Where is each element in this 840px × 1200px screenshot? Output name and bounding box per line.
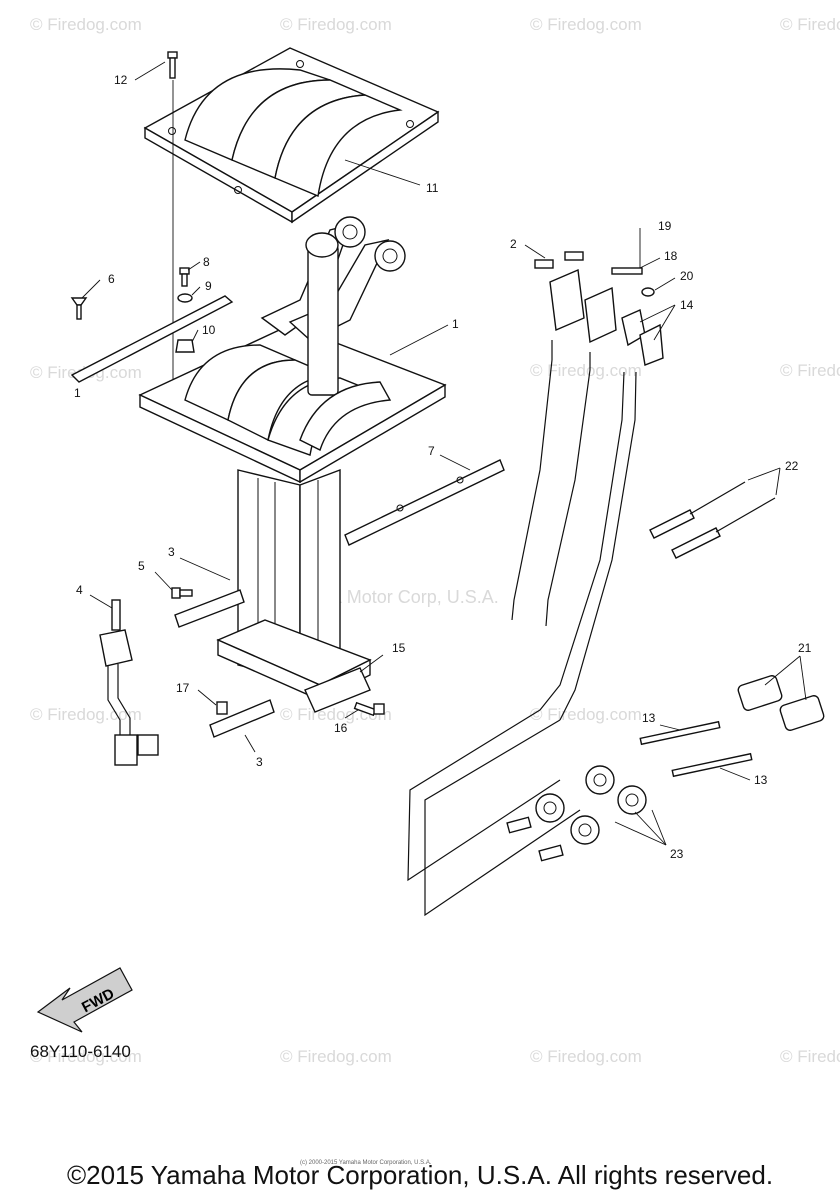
nut-10 <box>175 339 195 353</box>
callout-label: 20 <box>680 269 694 283</box>
callout-label: 13 <box>642 711 656 725</box>
callout-label: 2 <box>510 237 517 251</box>
fine-print-notice: (c) 2000-2015 Yamaha Motor Corporation, … <box>300 1160 432 1166</box>
copyright-notice: ©2015 Yamaha Motor Corporation, U.S.A. A… <box>66 1160 774 1190</box>
callout-label: 3 <box>168 545 175 559</box>
callout-label: 1 <box>452 317 459 331</box>
control-cables <box>407 340 776 917</box>
watermark-firedog: © Firedog.com <box>780 15 840 34</box>
callout-label: 5 <box>138 559 145 573</box>
watermark-firedog: © Firedog.com <box>30 705 142 724</box>
watermark-firedog: © Firedog.com <box>280 15 392 34</box>
callout-label: 3 <box>256 755 263 769</box>
callout-label: 9 <box>205 279 212 293</box>
cable-end-22 <box>671 527 721 559</box>
callout-label: 21 <box>798 641 812 655</box>
pin-18 <box>611 267 643 275</box>
washer-9 <box>177 293 193 303</box>
screw-12 <box>167 51 178 79</box>
callout-label: 22 <box>785 459 799 473</box>
top-cover-plate <box>143 47 440 224</box>
cable-fittings <box>506 675 825 862</box>
plate-hole <box>456 476 464 484</box>
callout-label: 16 <box>334 721 348 735</box>
plate-7 <box>344 459 505 546</box>
watermark-firedog: © Firedog.com <box>530 705 642 724</box>
plate-hole <box>396 504 404 512</box>
bolt-17 <box>216 701 228 715</box>
diagram-part-number: 68Y110-6140 <box>30 1042 131 1061</box>
shaft-housing <box>216 468 372 702</box>
callout-label: 18 <box>664 249 678 263</box>
watermark-firedog: © Firedog.com <box>30 1047 142 1066</box>
callout-label: 13 <box>754 773 768 787</box>
fwd-arrow-icon: FWD <box>36 967 133 1033</box>
callout-label: 11 <box>426 181 439 195</box>
callout-label: 23 <box>670 847 684 861</box>
leader-lines <box>81 61 807 846</box>
control-box <box>138 216 447 484</box>
watermark-firedog: © Firedog.com <box>780 361 840 380</box>
watermark-firedog: © Firedog.com <box>30 15 142 34</box>
callout-label: 8 <box>203 255 210 269</box>
spacer-plate-3 <box>174 589 245 628</box>
callout-label: 1 <box>74 386 81 400</box>
watermark-firedog: © Firedog.com <box>780 1047 840 1066</box>
callout-labels: 1 2 3 3 4 5 6 7 8 9 10 11 12 13 13 14 15… <box>74 73 812 861</box>
watermark-firedog: © Firedog.com <box>530 15 642 34</box>
callout-label: 4 <box>76 583 83 597</box>
watermark-firedog: © Firedog.com <box>530 1047 642 1066</box>
bolt-16 <box>353 701 385 717</box>
callout-label: 10 <box>202 323 216 337</box>
bracket-plate <box>70 295 234 383</box>
callout-label: 19 <box>658 219 672 233</box>
screw-6 <box>70 297 88 320</box>
bolt-5 <box>171 587 193 599</box>
bracket-15 <box>304 667 371 713</box>
cable-clamp <box>534 251 617 344</box>
washer-20 <box>641 287 655 297</box>
cable-end-22 <box>649 509 695 539</box>
callout-label: 6 <box>108 272 115 286</box>
callout-label: 7 <box>428 444 435 458</box>
watermark-firedog: © Firedog.com <box>280 1047 392 1066</box>
bolt-8 <box>179 267 190 287</box>
callout-label: 15 <box>392 641 406 655</box>
callout-label: 14 <box>680 298 694 312</box>
callout-label: 17 <box>176 681 190 695</box>
callout-label: 12 <box>114 73 128 87</box>
neutral-switch <box>99 599 159 766</box>
watermark-firedog: © Firedog.com <box>530 361 642 380</box>
spacer-plate-3 <box>209 699 275 738</box>
